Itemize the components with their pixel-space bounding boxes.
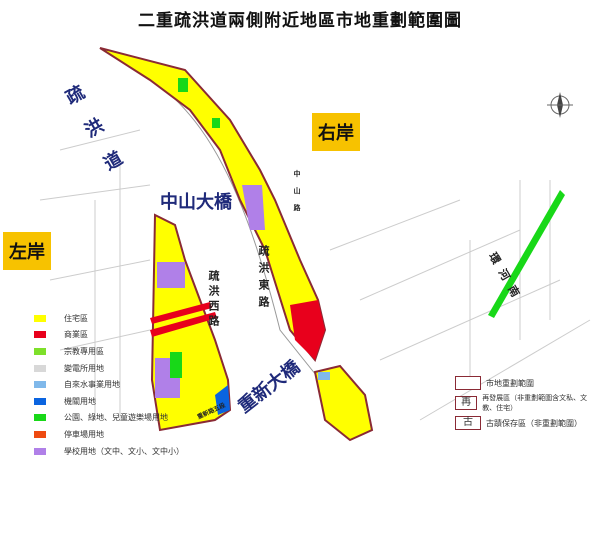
legend-label: 商業區 xyxy=(64,330,88,340)
legend-label: 市地重劃範圍 xyxy=(486,378,534,388)
legend-item: 再再發展區（非重劃範圍含文私、文教、住宅） xyxy=(455,393,600,413)
legend-item: 學校用地（文中、文小、文中小） xyxy=(34,443,184,460)
legend-item: 停車場用地 xyxy=(34,426,184,443)
legend-item: 宗教專用區 xyxy=(34,343,184,360)
legend-label: 自來水事業用地 xyxy=(64,380,120,390)
park-block xyxy=(170,352,182,378)
legend-symbol xyxy=(455,376,481,390)
park-block xyxy=(212,118,220,128)
zhongshan-bridge-label: 中山大橋 xyxy=(160,192,232,213)
riverside-park xyxy=(488,190,565,318)
right-bank-label: 右岸 xyxy=(312,113,360,151)
legend-label: 宗教專用區 xyxy=(64,346,104,356)
north-arrow-icon xyxy=(547,92,573,118)
south-zone xyxy=(313,364,374,442)
legend-item: 古古蹟保存區（非重劃範圍） xyxy=(455,413,600,433)
legend-item: 機關用地 xyxy=(34,393,184,410)
legend-label: 再發展區（非重劃範圍含文私、文教、住宅） xyxy=(482,394,588,412)
map-title: 二重疏洪道兩側附近地區市地重劃範圍圖 xyxy=(138,11,462,31)
legend-item: 住宅區 xyxy=(34,310,184,327)
legend-land-use: 住宅區 商業區 宗教專用區 變電所用地 自來水事業用地 機關用地 公園、綠地、兒… xyxy=(34,310,184,459)
legend-boundaries: 市地重劃範圍 再再發展區（非重劃範圍含文私、文教、住宅） 古古蹟保存區（非重劃範… xyxy=(455,373,600,433)
legend-label: 停車場用地 xyxy=(64,429,104,439)
commercial-block xyxy=(290,300,325,360)
legend-label: 古蹟保存區（非重劃範圍） xyxy=(486,418,582,428)
legend-label: 學校用地（文中、文小、文中小） xyxy=(64,446,184,456)
left-bank-label: 左岸 xyxy=(3,232,51,270)
legend-symbol: 再 xyxy=(455,396,478,410)
water-block xyxy=(318,372,330,380)
commercial-strip xyxy=(150,312,217,337)
legend-item: 商業區 xyxy=(34,327,184,344)
road-west: 疏洪西路 xyxy=(207,270,220,330)
agency-block xyxy=(215,385,230,415)
road-zhongshan: 中山路 xyxy=(293,170,302,221)
park-block xyxy=(178,78,188,92)
legend-label: 住宅區 xyxy=(64,313,88,323)
school-block xyxy=(157,262,185,288)
legend-item: 公園、綠地、兒童遊樂場用地 xyxy=(34,410,184,427)
legend-label: 公園、綠地、兒童遊樂場用地 xyxy=(64,413,168,423)
legend-item: 變電所用地 xyxy=(34,360,184,377)
school-block xyxy=(242,185,265,230)
legend-symbol: 古 xyxy=(455,416,481,430)
legend-label: 機關用地 xyxy=(64,396,96,406)
commercial-strip xyxy=(150,302,212,324)
legend-label: 變電所用地 xyxy=(64,363,104,373)
road-east: 疏洪東路 xyxy=(257,245,270,313)
legend-item: 自來水事業用地 xyxy=(34,376,184,393)
legend-item: 市地重劃範圍 xyxy=(455,373,600,393)
